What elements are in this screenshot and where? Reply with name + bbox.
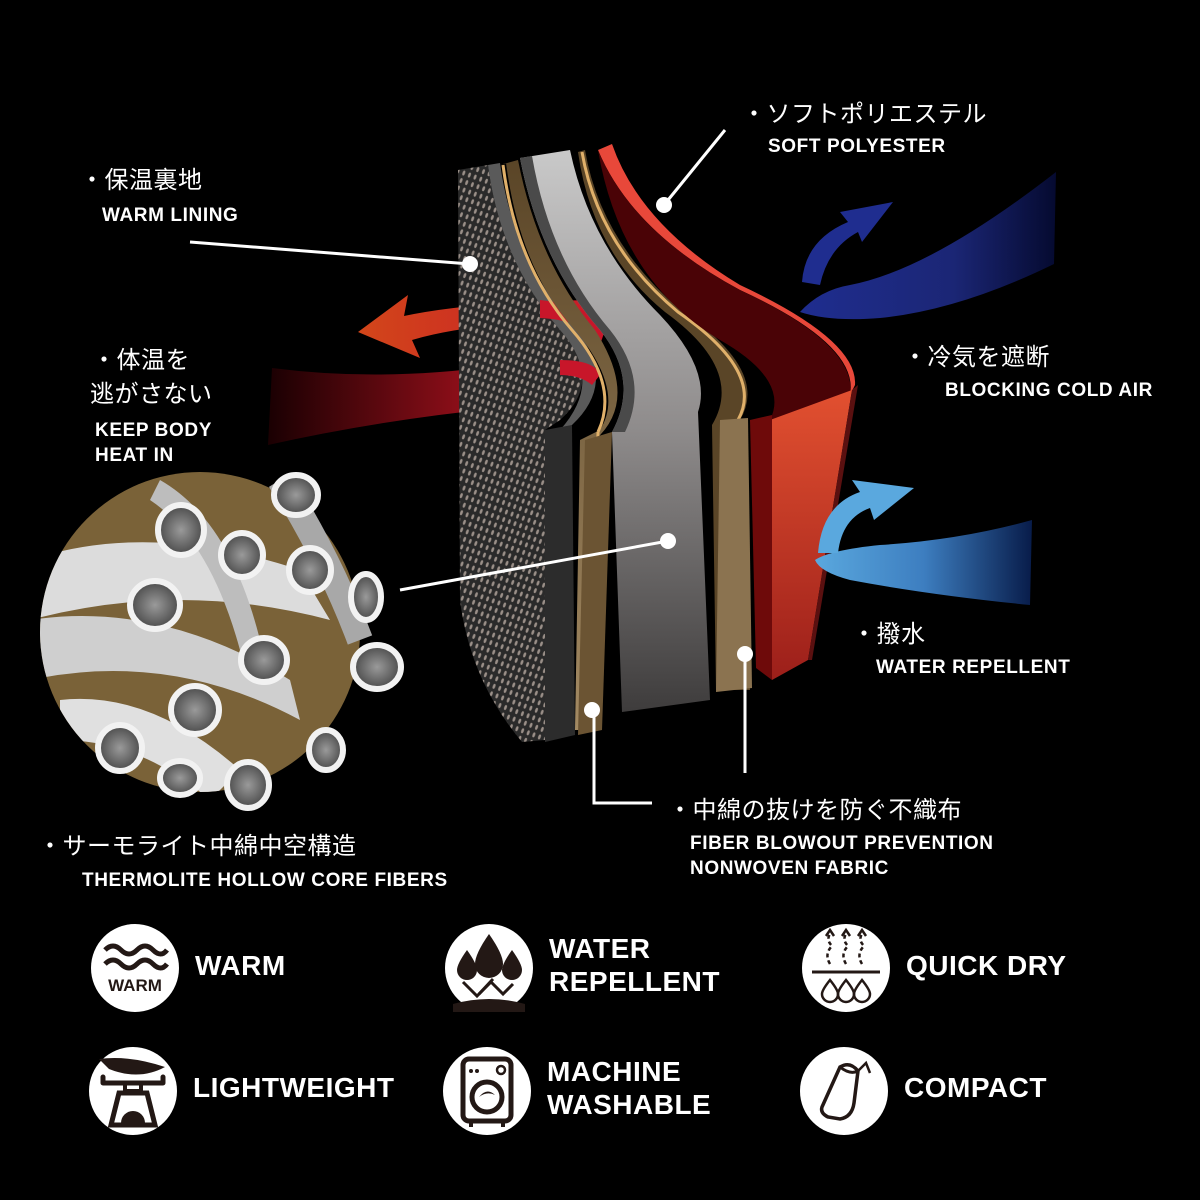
soft-polyester-jp-label: ・ソフトポリエステル [742, 100, 987, 128]
quick-dry-feature-icon [802, 924, 890, 1012]
compact-icon [819, 1060, 872, 1121]
feature-quick-dry-label: QUICK DRY [906, 950, 1067, 981]
body-heat-band [268, 366, 500, 445]
machine-washable-feature-icon [443, 1047, 531, 1135]
thermolite-jp-label: ・サーモライト中綿中空構造 [38, 832, 357, 860]
quick-dry-icon [812, 927, 880, 1004]
blocking-cold-en-label: BLOCKING COLD AIR [945, 380, 1153, 401]
feature-machine-washable-line2: WASHABLE [547, 1089, 712, 1120]
keep-heat-en-line2: HEAT IN [95, 445, 174, 466]
cold-air-deflect-arrow [802, 202, 893, 285]
washing-machine-icon [460, 1056, 514, 1127]
water-repellent-feature-icon [445, 924, 533, 1012]
fiber-tube-ends [95, 472, 404, 811]
warm-lining-layer [458, 165, 583, 742]
warm-lining-en-label: WARM LINING [102, 205, 239, 226]
keep-heat-jp-line1: ・体温を [92, 346, 190, 374]
warm-feature-icon: WARM [91, 924, 179, 1012]
keep-heat-jp-line2: 逃がさない [90, 380, 213, 408]
nonwoven-en-line1: FIBER BLOWOUT PREVENTION [690, 833, 994, 854]
warm-lining-jp-label: ・保温裏地 [80, 166, 203, 194]
feature-water-repellent-line2: REPELLENT [549, 966, 720, 997]
feature-machine-washable-line1: MACHINE [547, 1056, 682, 1087]
nonwoven-jp-label: ・中綿の抜けを防ぐ不織布 [668, 796, 962, 824]
soft-polyester-en-label: SOFT POLYESTER [768, 136, 946, 157]
cold-air-flow [800, 172, 1056, 320]
feature-warm-label: WARM [195, 950, 286, 981]
water-repellent-en-label: WATER REPELLENT [876, 657, 1071, 678]
feature-compact-label: COMPACT [904, 1072, 1047, 1103]
blocking-cold-jp-label: ・冷気を遮断 [903, 343, 1050, 371]
thermolite-en-label: THERMOLITE HOLLOW CORE FIBERS [82, 870, 448, 891]
keep-heat-en-line1: KEEP BODY [95, 420, 212, 441]
water-deflect-arrow [818, 480, 914, 553]
fabric-layers-illustration [40, 129, 1056, 811]
nonwoven-en-line2: NONWOVEN FABRIC [690, 858, 889, 879]
water-repellent-jp-label: ・撥水 [852, 620, 926, 648]
lightweight-icon [99, 1058, 166, 1128]
feature-water-repellent-line1: WATER [549, 933, 651, 964]
leader-dots [462, 197, 753, 718]
compact-feature-icon [800, 1047, 888, 1135]
lightweight-feature-icon [89, 1047, 177, 1135]
warm-icon-text: WARM [108, 976, 162, 995]
warm-icon: WARM [103, 943, 169, 995]
leader-lines [189, 129, 747, 805]
feature-lightweight-label: LIGHTWEIGHT [193, 1072, 395, 1103]
water-flow [815, 520, 1032, 605]
water-repellent-icon [453, 934, 525, 1012]
